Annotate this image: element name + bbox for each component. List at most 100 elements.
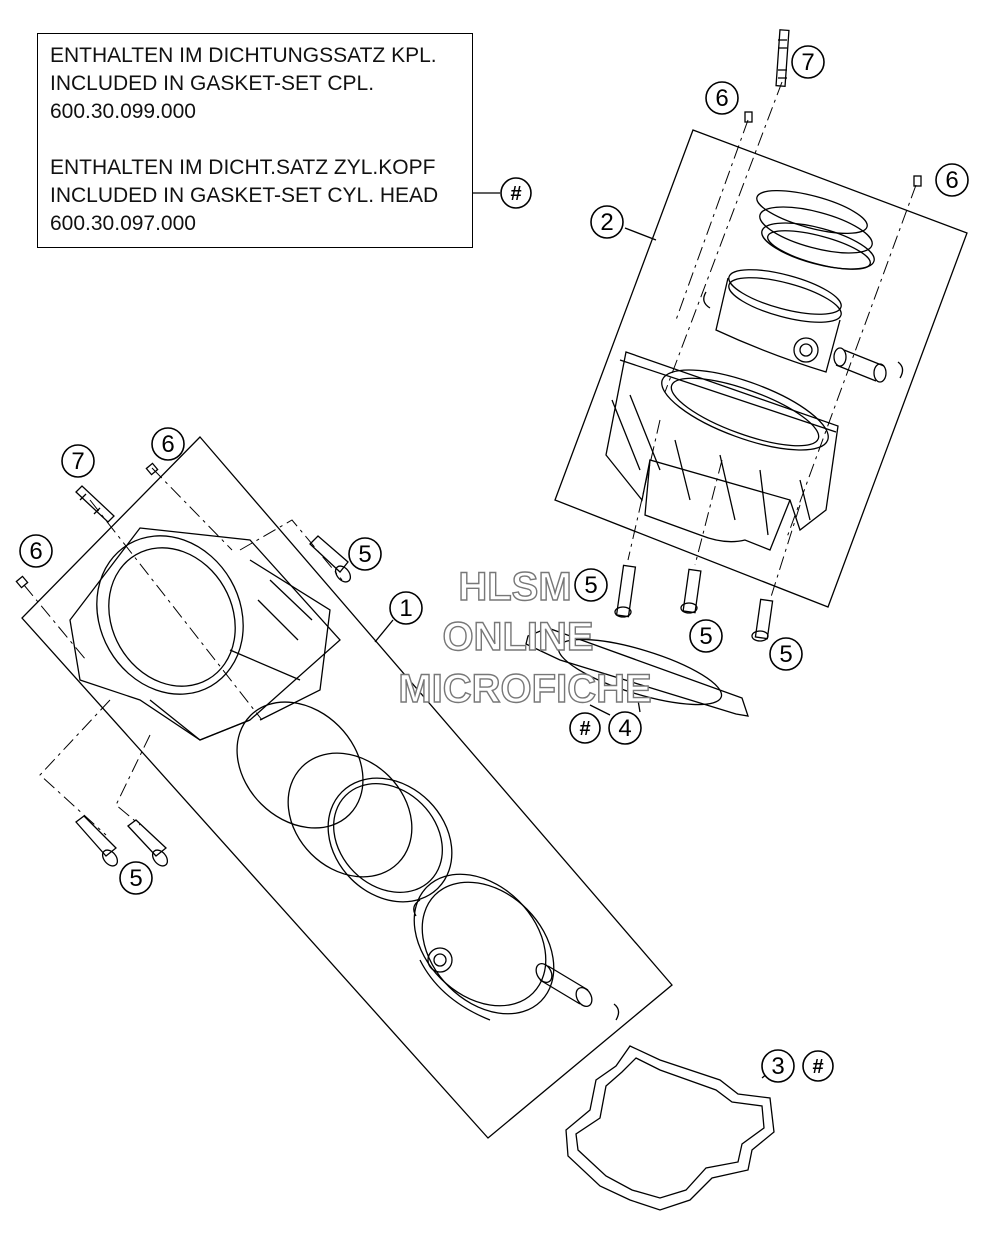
dowel-lower-a	[145, 462, 159, 476]
cylinder-lower	[69, 527, 341, 741]
callout-label: #	[510, 183, 521, 205]
piston-rings-lower	[236, 701, 453, 903]
callout-c6-a: 6	[151, 427, 185, 461]
watermark: HLSM ONLINE MICROFICHE	[398, 564, 653, 711]
callout-circle	[761, 1049, 795, 1083]
note-line-6: 600.30.097.000	[50, 212, 196, 235]
callout-c3-hash: #	[802, 1050, 834, 1082]
callout-note-hash: #	[500, 177, 532, 209]
note-line-2: INCLUDED IN GASKET-SET CPL.	[50, 72, 375, 95]
callout-circle	[802, 1050, 834, 1082]
circlip-lower-right	[613, 1003, 620, 1021]
callout-circle	[19, 534, 53, 568]
callout-circle	[689, 619, 723, 653]
callout-circle	[389, 591, 423, 625]
callout-c4-hash: #	[569, 712, 601, 744]
guide-stud-upper	[664, 81, 783, 393]
callout-c5-c: 5	[574, 568, 608, 602]
stud-upper	[775, 29, 790, 87]
piston-pin-upper	[833, 347, 887, 383]
callout-c4-head-gasket: 4	[608, 711, 642, 745]
piston-pin-lower	[535, 963, 593, 1007]
guide-dowel-upper-right	[785, 184, 917, 541]
watermark-line-2: ONLINE	[442, 615, 593, 659]
callout-label: 7	[71, 448, 84, 475]
callout-circle	[705, 81, 739, 115]
callout-c2-piston-kit-2: 2	[590, 205, 624, 239]
watermark-line-1: HLSM	[458, 565, 571, 609]
callout-circle	[574, 568, 608, 602]
piston-rings-upper	[756, 189, 875, 270]
callout-label: 5	[779, 641, 792, 668]
callout-label: 5	[699, 623, 712, 650]
callout-label: 6	[29, 538, 42, 565]
kit-2-boundary	[554, 129, 968, 608]
callout-circle	[769, 637, 803, 671]
callout-label: 6	[161, 431, 174, 458]
callout-c1-piston-kit-1: 1	[389, 591, 423, 625]
bracket-lower-a	[39, 699, 111, 836]
callout-circle	[935, 163, 969, 197]
stud-lower	[75, 485, 115, 523]
guide-bolt-a	[627, 419, 661, 561]
callout-circle	[569, 712, 601, 744]
callout-label: 1	[399, 595, 412, 622]
callout-label: 5	[358, 541, 371, 568]
guide-dowel-upper-left	[675, 119, 749, 321]
callout-label: 5	[584, 572, 597, 599]
bolt-upper-a	[614, 564, 637, 618]
callout-label: 5	[129, 865, 142, 892]
guide-dowel-lower-b	[23, 584, 87, 661]
callout-c3-gasket: 3	[761, 1049, 795, 1083]
piston-upper	[715, 269, 842, 373]
callout-circle	[61, 444, 95, 478]
callout-label: 7	[801, 49, 814, 76]
kit-1-boundary	[21, 436, 673, 1139]
note-line-4: ENTHALTEN IM DICHT.SATZ ZYL.KOPF	[50, 156, 436, 179]
callout-c6-b: 6	[19, 534, 53, 568]
callout-c7-a: 7	[61, 444, 95, 478]
callout-c6-c: 6	[705, 81, 739, 115]
callout-c7-b: 7	[791, 45, 825, 79]
callout-c6-d: 6	[935, 163, 969, 197]
bolt-upper-b	[680, 568, 702, 614]
base-gasket	[565, 1045, 775, 1211]
note-line-1: ENTHALTEN IM DICHTUNGSSATZ KPL.	[50, 44, 437, 67]
circlip-lower-left	[413, 899, 421, 917]
piston-lower	[413, 873, 555, 1021]
guide-dowel-lower-a	[151, 467, 233, 551]
callout-circle	[500, 177, 532, 209]
cylinder-upper	[605, 351, 839, 551]
bracket-upper	[239, 519, 343, 581]
circlip-upper-right	[897, 361, 904, 379]
callout-label: 4	[618, 715, 631, 742]
callout-c5-b: 5	[119, 861, 153, 895]
callout-circle	[348, 537, 382, 571]
callout-circle	[608, 711, 642, 745]
callout-circle	[590, 205, 624, 239]
callout-circle	[151, 427, 185, 461]
bolt-lower-b	[75, 815, 119, 867]
callout-c5-d: 5	[689, 619, 723, 653]
bolt-lower-c	[127, 819, 169, 867]
circlip-upper-left	[703, 291, 711, 309]
note-line-3: 600.30.099.000	[50, 100, 196, 123]
callout-label: 2	[600, 209, 613, 236]
head-gasket	[525, 627, 749, 717]
callout-c5-e: 5	[769, 637, 803, 671]
head-gasket-leader	[589, 704, 611, 716]
gasket-set-note-box: ENTHALTEN IM DICHTUNGSSATZ KPL. INCLUDED…	[37, 33, 473, 248]
callout-circle	[791, 45, 825, 79]
callout-label: 6	[715, 85, 728, 112]
note-line-5: INCLUDED IN GASKET-SET CYL. HEAD	[50, 184, 439, 207]
callout-label: 3	[771, 1053, 784, 1080]
callout-circle	[119, 861, 153, 895]
kit-1-leader	[374, 619, 394, 643]
guide-bolt-c	[769, 504, 801, 601]
callout-c5-a: 5	[348, 537, 382, 571]
callout-label: #	[579, 718, 590, 740]
callout-label: 6	[945, 167, 958, 194]
dowel-upper-left	[744, 111, 753, 123]
